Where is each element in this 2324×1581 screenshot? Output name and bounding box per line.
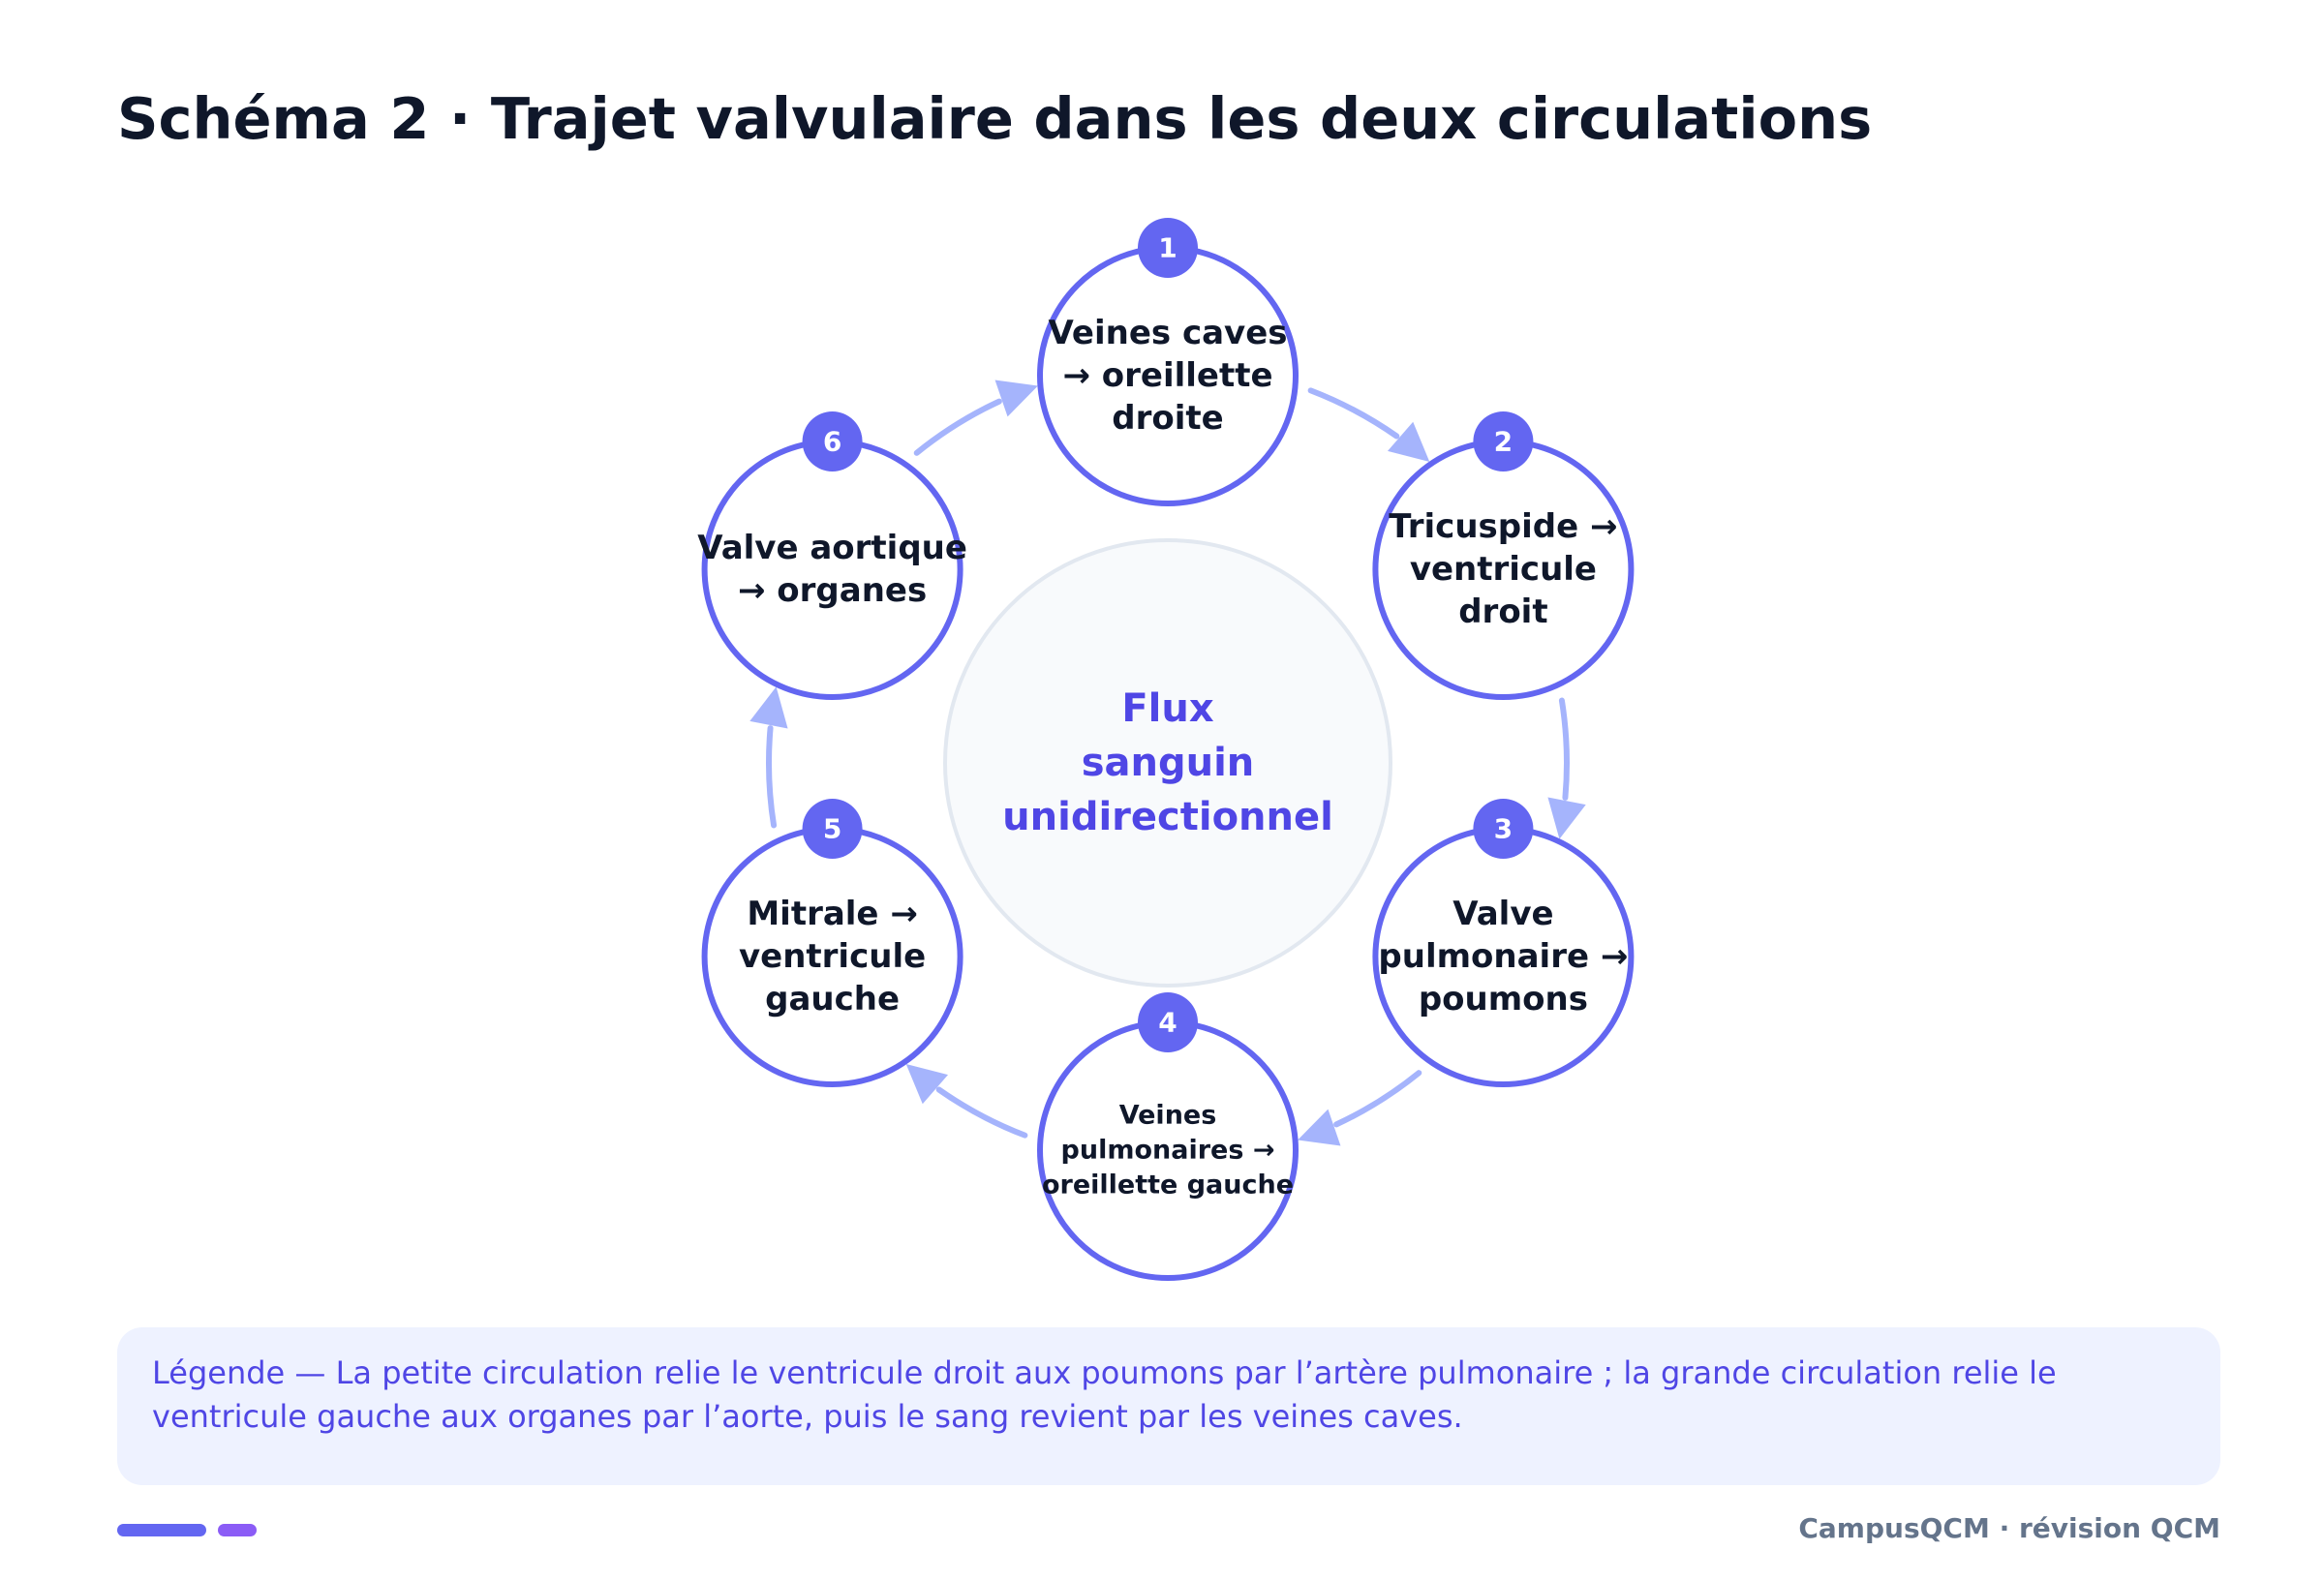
footer-accent-bar-secondary (218, 1524, 257, 1536)
flow-arrow (749, 686, 788, 829)
step-number: 3 (1494, 813, 1513, 845)
step-label: Veines caves (1048, 314, 1287, 352)
step-label: Mitrale → (747, 895, 918, 933)
flow-arrow (913, 380, 1038, 456)
center-label: Flux (1121, 686, 1214, 731)
cycle-arrows (749, 380, 1586, 1146)
step-label: Veines (1119, 1101, 1217, 1131)
flow-arrow-shaft (1307, 387, 1400, 440)
footer-accent-bar (117, 1524, 206, 1536)
step-number-badge (1473, 799, 1534, 859)
center-label: unidirectionnel (1002, 795, 1333, 839)
step-label: Valve (1452, 895, 1553, 933)
flow-arrow (1298, 1070, 1422, 1146)
step-label: ventricule (739, 937, 926, 976)
flow-arrow-head (1547, 797, 1586, 839)
step-node: Veines caves → oreillette droite 1 (1037, 218, 1299, 506)
step-label: gauche (765, 980, 900, 1019)
flow-arrow-head (1387, 421, 1430, 463)
flow-arrow (1547, 697, 1586, 839)
step-number-badge (1138, 992, 1198, 1052)
step-number: 5 (823, 813, 841, 845)
center-hub: Flux sanguin unidirectionnel (943, 538, 1392, 988)
step-node: Mitrale → ventricule gauche 5 (701, 799, 963, 1087)
flow-arrow-shaft (913, 398, 1002, 456)
circulation-cycle-diagram: Flux sanguin unidirectionnel Veines caves →… (697, 218, 1635, 1281)
page-title: Schéma 2 · Trajet valvulaire dans les de… (117, 85, 1873, 152)
footer-brand: CampusQCM · révision QCM (1798, 1512, 2220, 1544)
legend-text: Légende — La petite circulation relie le… (152, 1354, 2057, 1435)
step-number-badge (802, 411, 863, 471)
step-node: Veines pulmonaires → oreillette gauche 4 (1037, 992, 1299, 1281)
flow-arrow-shaft (1333, 1070, 1422, 1128)
step-number-badge (1138, 218, 1198, 278)
step-circle (701, 439, 963, 700)
step-label: droit (1458, 593, 1547, 631)
step-node: Valve aortique → organes 6 (697, 411, 967, 700)
flow-arrow-shaft (766, 725, 778, 829)
step-number-badge (1473, 411, 1534, 471)
flow-arrow-head (1298, 1109, 1341, 1146)
flow-arrow-head (905, 1063, 949, 1105)
step-node: Tricuspide → ventricule droit 2 (1372, 411, 1635, 700)
step-number-badge (802, 799, 863, 859)
step-node: Valve pulmonaire → poumons 3 (1372, 799, 1635, 1087)
flow-arrow (905, 1063, 1028, 1139)
step-label: → oreillette (1062, 356, 1272, 395)
step-label: poumons (1419, 980, 1588, 1019)
legend-box: Légende — La petite circulation relie le… (117, 1327, 2220, 1485)
step-number: 1 (1158, 232, 1177, 264)
center-label: sanguin (1082, 741, 1255, 785)
step-label: pulmonaires → (1061, 1136, 1275, 1166)
step-label: → organes (738, 571, 927, 610)
step-label: pulmonaire → (1378, 937, 1628, 976)
flow-arrow-shaft (1558, 697, 1570, 801)
step-label: oreillette gauche (1042, 1171, 1294, 1201)
flow-arrow-shaft (935, 1086, 1028, 1139)
step-number: 2 (1494, 426, 1513, 458)
step-number: 6 (823, 426, 841, 458)
center-circle (943, 538, 1392, 988)
step-number: 4 (1158, 1007, 1177, 1039)
cycle-steps: Veines caves → oreillette droite 1Tricuspid… (697, 218, 1635, 1281)
step-label: droite (1112, 399, 1223, 438)
flow-arrow (1307, 387, 1430, 463)
step-label: ventricule (1410, 550, 1597, 589)
flow-arrow-head (749, 686, 788, 729)
step-label: Tricuspide → (1389, 507, 1617, 546)
step-label: Valve aortique (697, 529, 967, 567)
flow-arrow-head (994, 380, 1038, 417)
